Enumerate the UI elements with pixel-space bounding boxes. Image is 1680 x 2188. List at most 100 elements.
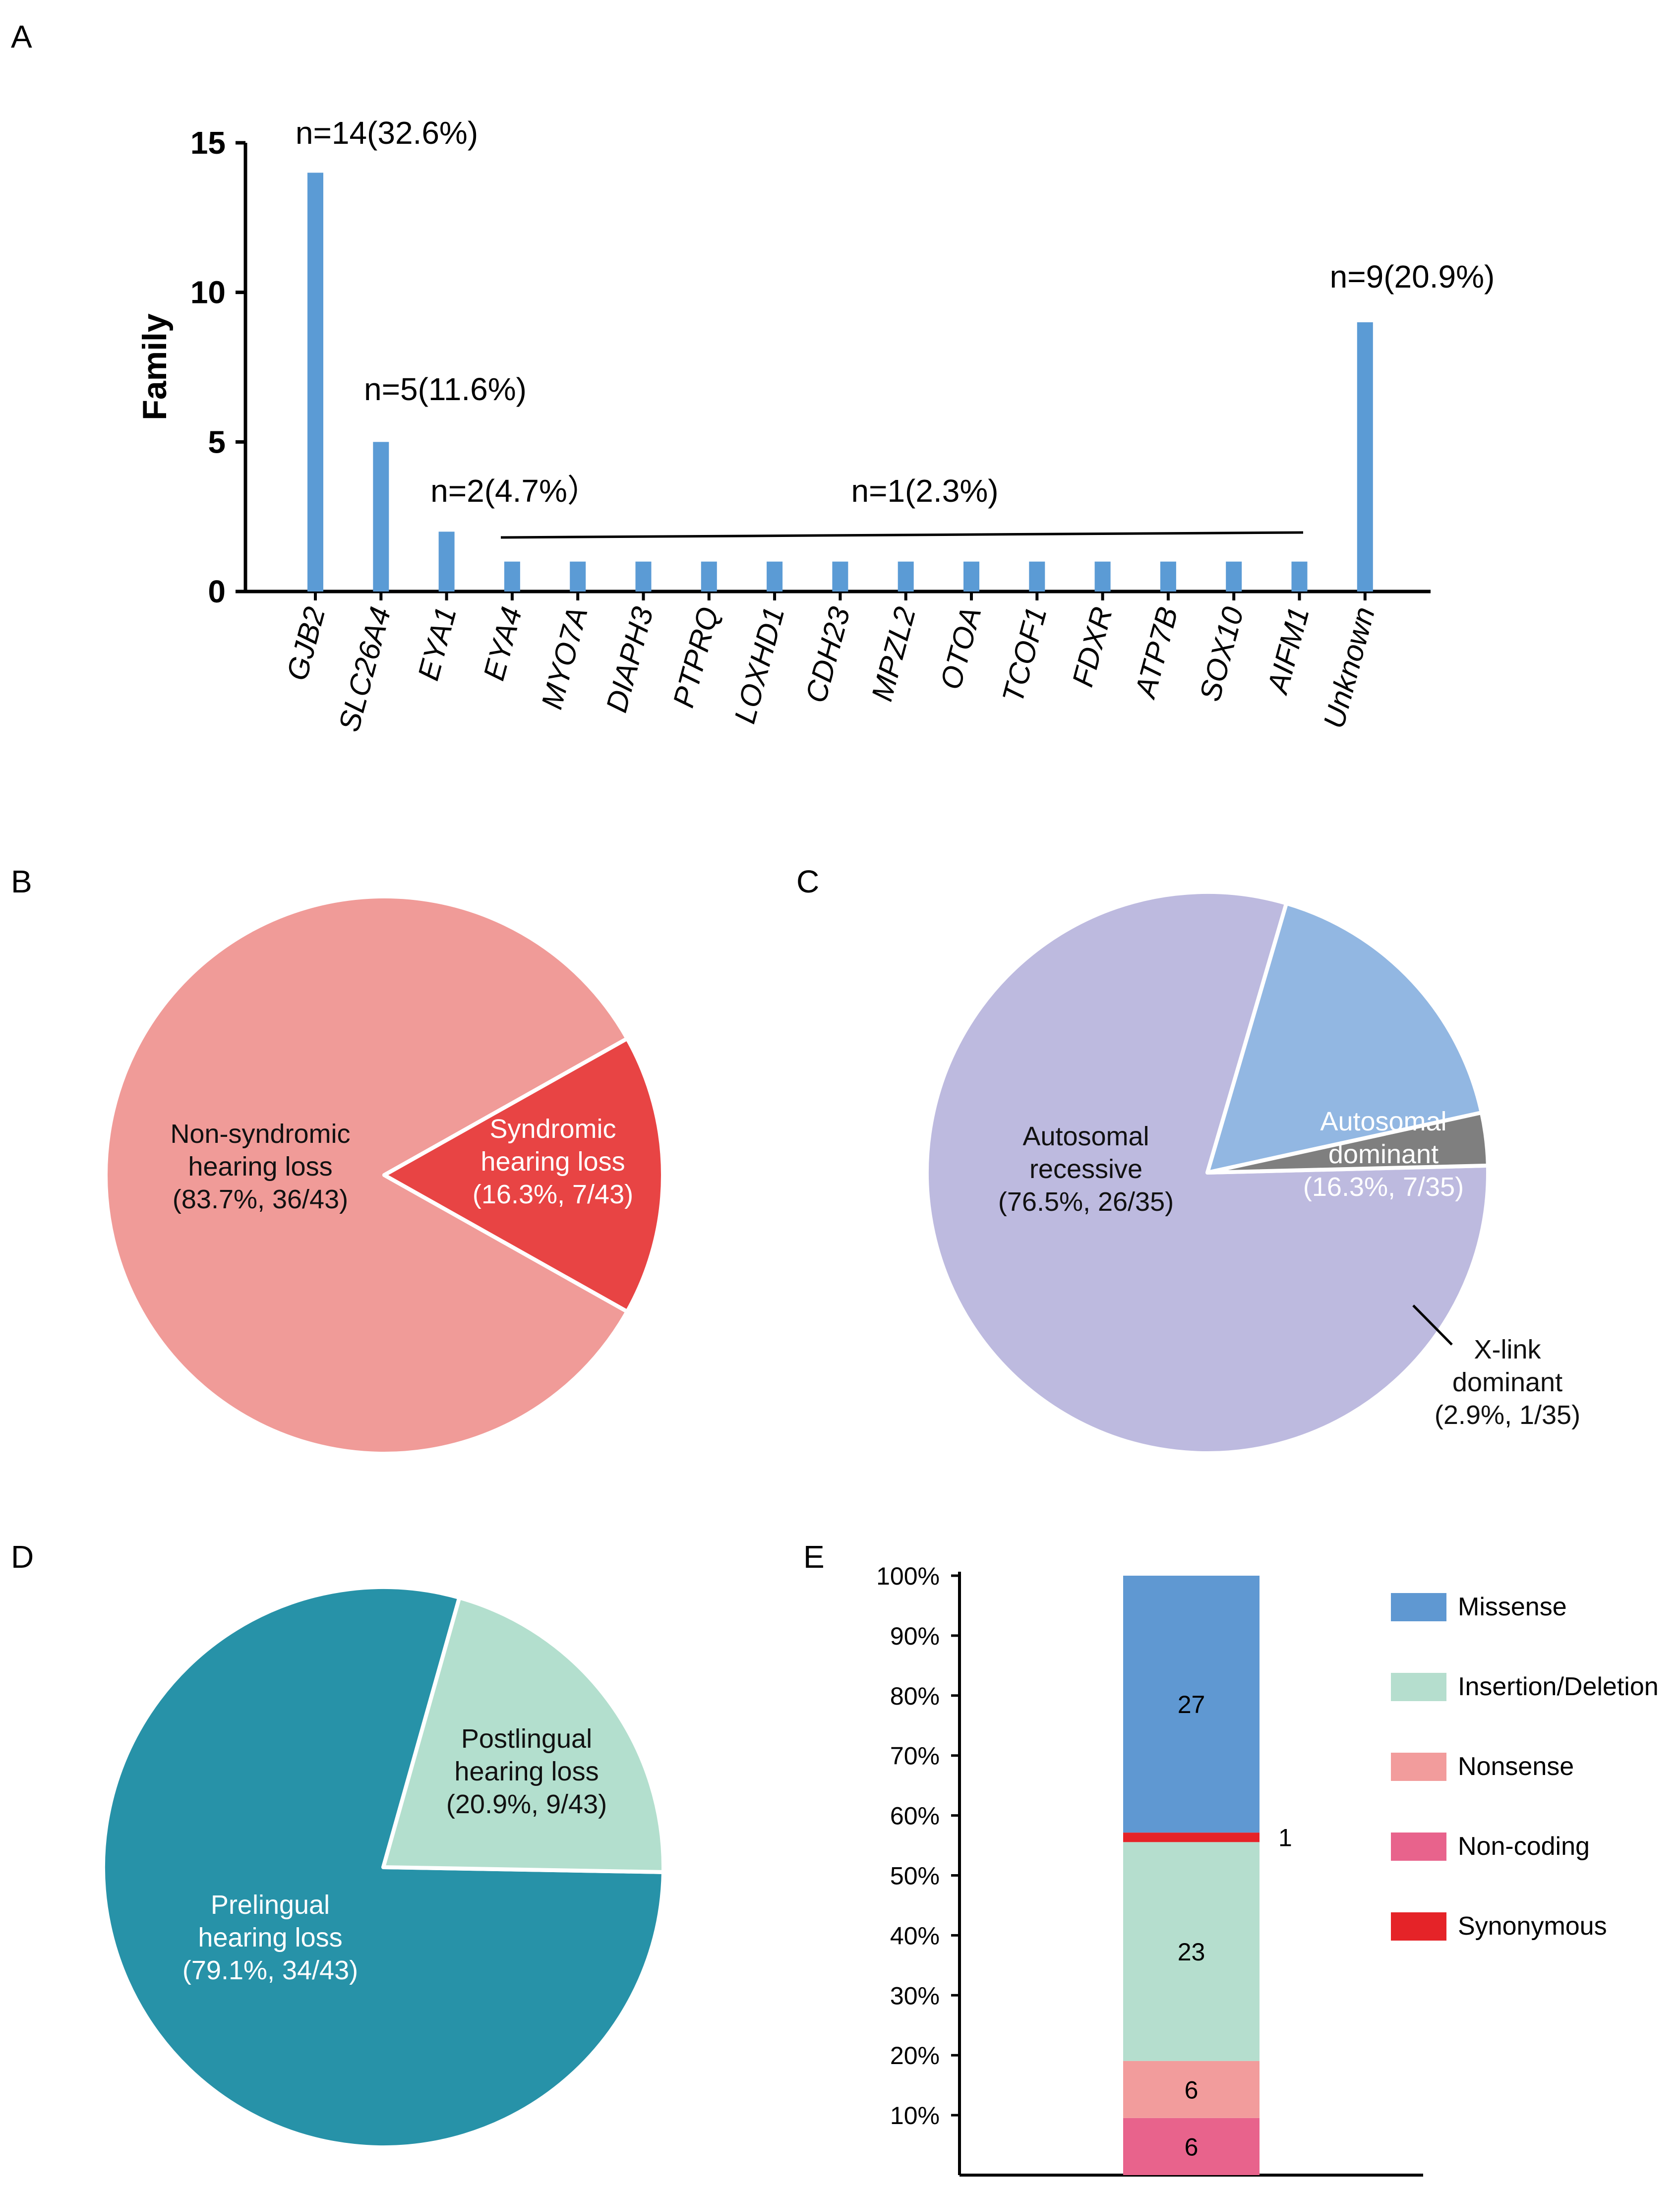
panel-e-legend-swatch [1391, 1912, 1446, 1941]
panel-e-stacked-bar-chart: 10%20%30%40%50%60%70%80%90%100% 6623127 … [876, 1562, 1659, 2177]
panel-label-a: A [11, 19, 32, 55]
panel-d-label-1: (79.1%, 34/43) [182, 1955, 358, 1985]
panel-c-label-3: (2.9%, 1/35) [1435, 1400, 1580, 1430]
panel-a-bar [1029, 561, 1045, 591]
panel-a-x-tick-label: SOX10 [1193, 603, 1250, 705]
panel-c-label-3: dominant [1452, 1367, 1562, 1397]
panel-a-x-tick-label: SLC26A4 [332, 603, 397, 735]
panel-a-bar [701, 561, 717, 591]
panel-b-label-2: (16.3%, 7/43) [473, 1180, 633, 1209]
panel-c-x-link-leader-line [1412, 1304, 1453, 1346]
panel-d-slice-2 [381, 1596, 665, 1874]
panel-b-label-2: Syndromic [489, 1114, 616, 1144]
panel-a-bar [1226, 561, 1242, 591]
panel-e-y-tick-label: 80% [890, 1682, 940, 1710]
panel-e-legend-swatch [1391, 1593, 1446, 1621]
panel-e-y-tick-label: 10% [890, 2102, 940, 2129]
panel-e-segment-label: 6 [1185, 2133, 1199, 2161]
panel-label-e: E [803, 1539, 825, 1575]
panel-e-y-tick-label: 30% [890, 1982, 940, 2010]
panel-a-annotation-single: n=1(2.3%) [851, 473, 998, 509]
panel-e-segment-label: 23 [1178, 1938, 1205, 1966]
panel-e-segment [1123, 2061, 1260, 2118]
panel-e-legend-swatch [1391, 1753, 1446, 1781]
panel-a-bar [767, 561, 783, 591]
panel-e-y-tick-label: 90% [890, 1622, 940, 1650]
panel-b-label-1: hearing loss [188, 1152, 332, 1182]
panel-e-segment-label: 6 [1185, 2076, 1199, 2104]
panel-a-x-tick-label: TCOF1 [996, 603, 1053, 706]
panel-a-bar [438, 532, 455, 591]
panel-a-bar [898, 561, 914, 591]
panel-a-y-label: Family [136, 313, 174, 420]
panel-a-x-tick-label: EYA1 [412, 603, 463, 684]
panel-a-bar [1160, 561, 1176, 591]
panel-a-bar [307, 173, 323, 591]
panel-c-slice-2 [1205, 901, 1484, 1175]
panel-a-bar [1357, 322, 1373, 591]
panel-c-label-1: Autosomal [1022, 1122, 1149, 1151]
panel-e-segment [1123, 1842, 1260, 2061]
panel-e-segment-label: 27 [1178, 1691, 1205, 1718]
panel-e-legend-label: Insertion/Deletion [1458, 1672, 1659, 1701]
panel-a-x-tick-label: EYA4 [477, 603, 529, 684]
panel-a-bar [373, 442, 389, 591]
panel-a-bar [963, 561, 979, 591]
panel-e-y-tick-label: 100% [876, 1562, 940, 1590]
panel-e-y-tick-label: 40% [890, 1922, 940, 1950]
panel-a-bar [504, 561, 520, 591]
panel-a-y-tick-label: 10 [190, 275, 226, 310]
panel-label-d: D [11, 1539, 34, 1575]
panel-a-annotation-unknown: n=9(20.9%) [1330, 259, 1495, 295]
panel-e-legend: MissenseInsertion/DeletionNonsenseNon-co… [1391, 1593, 1659, 1941]
panel-b-label-1: Non-syndromic [170, 1119, 350, 1149]
panel-d-label-1: hearing loss [198, 1923, 342, 1952]
panel-a-x-tick-label: CDH23 [799, 603, 856, 706]
panel-a-x-tick-label: OTOA [934, 603, 987, 693]
panel-e-y-tick-label: 60% [890, 1802, 940, 1830]
panel-c-label-2: (16.3%, 7/35) [1303, 1172, 1464, 1202]
panel-e-segment [1123, 1833, 1260, 1842]
panel-a-annotation-slc26a4: n=5(11.6%) [364, 371, 527, 407]
panel-d-label-2: (20.9%, 9/43) [446, 1789, 607, 1819]
panel-a-bars [307, 173, 1373, 591]
panel-a-annotation-gjb2: n=14(32.6%) [296, 115, 478, 151]
panel-a-x-tick-label: PTPRQ [666, 603, 725, 711]
panel-a-x-tick-label: LOXHD1 [728, 603, 791, 727]
panel-a-bar [635, 561, 652, 591]
panel-b-label-1: (83.7%, 36/43) [173, 1184, 348, 1214]
panel-e-segment [1123, 1576, 1260, 1833]
panel-e-legend-swatch [1391, 1673, 1446, 1701]
panel-a-bar [570, 561, 586, 591]
panel-c-label-2: dominant [1328, 1139, 1439, 1169]
panel-e-legend-label: Nonsense [1458, 1752, 1574, 1781]
panel-b-slice-2 [382, 1036, 665, 1314]
panel-a-x-tick-label: MPZL2 [865, 603, 922, 705]
panel-a-x-tick-label: Unknown [1317, 603, 1381, 732]
panel-b-slice-1 [103, 894, 629, 1456]
panel-e-legend-label: Non-coding [1458, 1832, 1590, 1861]
panel-d-label-2: hearing loss [454, 1757, 599, 1786]
panel-label-c: C [796, 864, 819, 899]
panel-c-label-1: recessive [1029, 1154, 1142, 1184]
panel-label-b: B [11, 864, 32, 899]
panel-e-y-ticks: 10%20%30%40%50%60%70%80%90%100% [876, 1562, 960, 2129]
panel-a-bar [1094, 561, 1111, 591]
panel-a-x-tick-label: FDXR [1066, 603, 1119, 690]
panel-e-legend-swatch [1391, 1833, 1446, 1861]
panel-e-legend-label: Missense [1458, 1593, 1567, 1621]
panel-c-label-3: X-link [1474, 1335, 1541, 1364]
panel-e-y-tick-label: 20% [890, 2042, 940, 2070]
panel-a-x-tick-label: ATP7B [1128, 603, 1185, 703]
panel-a-bracket-line [500, 531, 1304, 539]
panel-a-annotation-eya1: n=2(4.7%） [430, 473, 599, 509]
panel-c-label-2: Autosomal [1320, 1107, 1446, 1136]
